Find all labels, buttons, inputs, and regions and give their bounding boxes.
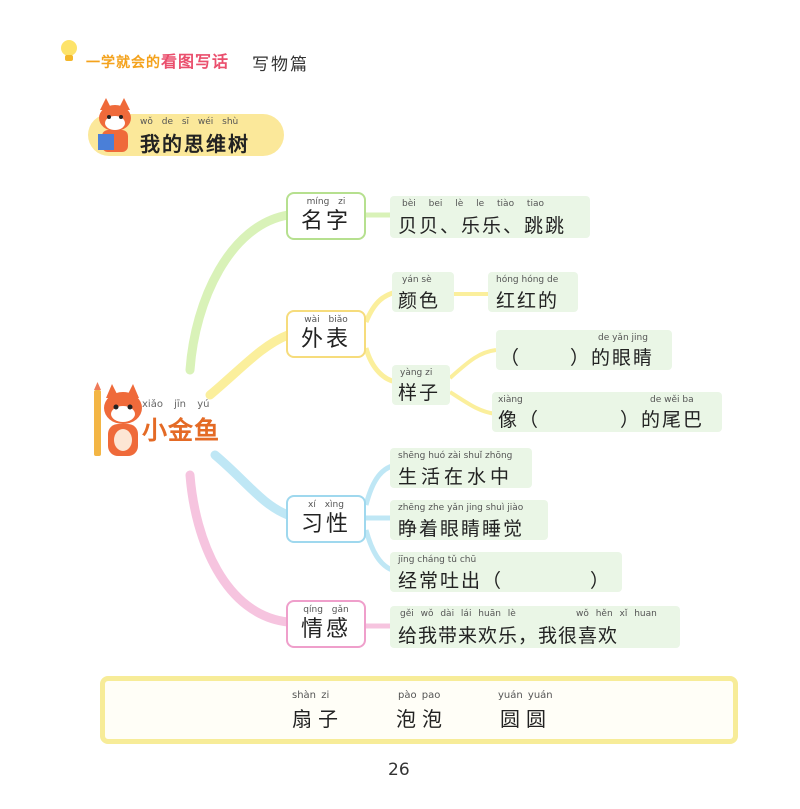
leaf-bubble-close-bracket: ） — [590, 570, 610, 592]
leaf-sleep — [390, 500, 548, 540]
leaf-shape-pinyin: yàng zi — [400, 368, 433, 378]
node-feel-pinyin: qíng gǎn — [303, 605, 349, 615]
leaf-names-pinyin: bèi bei lè le tiào tiao — [402, 199, 544, 209]
word-1-text: 扇子 — [292, 707, 344, 731]
node-look: wài biǎo 外表 — [286, 310, 366, 358]
branch-habit — [210, 450, 293, 520]
leaf-sleep-text: 睁着眼睛睡觉 — [398, 518, 525, 540]
leaf-shape — [392, 365, 450, 405]
leaf-eyes — [496, 330, 672, 370]
node-habit: xí xìng 习性 — [286, 495, 366, 543]
center-topic: 小金鱼 — [142, 416, 221, 445]
banner-title: 我的思维树 — [140, 132, 250, 156]
leaf-bubble-pinyin: jīng cháng tǔ chū — [398, 555, 477, 565]
node-look-pinyin: wài biǎo — [304, 315, 348, 325]
series-highlight: 看图写话 — [161, 52, 230, 71]
fox-mascot-icon — [94, 382, 142, 456]
word-2-text: 泡泡 — [396, 707, 448, 731]
leaf-bubble — [390, 552, 622, 592]
leaf-tail-pinyin-a: xiàng — [498, 395, 523, 405]
center-pinyin: xiǎo jīn yú — [142, 399, 210, 410]
leaf-tail-pinyin-b: de wěi ba — [650, 395, 694, 405]
lightbulb-icon — [61, 40, 77, 61]
book-series-title: 一学就会的看图写话 — [86, 48, 229, 72]
series-prefix: 一学就会的 — [86, 55, 161, 71]
leaf-joy — [390, 606, 680, 648]
leaf-joy-pinyin-a: gěi wǒ dài lái huān lè — [400, 609, 516, 619]
leaf-water — [390, 448, 532, 488]
word-3-pinyin: yuán yuán — [498, 690, 553, 701]
leaf-eyes-pinyin: de yǎn jing — [598, 333, 648, 343]
branch-bubble — [363, 529, 394, 573]
leaf-bubble-text: 经常吐出（ — [398, 570, 504, 592]
chapter-title: 写物篇 — [252, 55, 309, 75]
branch-feel — [185, 470, 293, 627]
leaf-red-text: 红红的 — [496, 290, 560, 312]
banner-pinyin: wǒ de sī wéi shù — [140, 117, 239, 127]
word-2-pinyin: pào pao — [398, 690, 441, 701]
leaf-color — [392, 272, 454, 312]
node-feel-label: 情感 — [300, 617, 351, 642]
branch-look — [205, 330, 293, 400]
leaf-color-text: 颜色 — [398, 290, 441, 312]
leaf-names — [390, 196, 590, 238]
leaf-water-pinyin: shēng huó zài shuǐ zhōng — [398, 451, 513, 461]
node-feel: qíng gǎn 情感 — [286, 600, 366, 648]
branch-eyes — [448, 348, 497, 380]
node-look-label: 外表 — [300, 327, 351, 352]
node-habit-pinyin: xí xìng — [308, 500, 344, 510]
node-name-pinyin: míng zi — [306, 197, 346, 207]
leaf-shape-text: 样子 — [398, 382, 441, 404]
leaf-sleep-pinyin: zhēng zhe yǎn jing shuì jiào — [398, 503, 524, 513]
branch-name — [185, 210, 293, 375]
page-number: 26 — [388, 760, 410, 780]
leaf-names-text: 贝贝、乐乐、跳跳 — [398, 215, 567, 237]
leaf-red-pinyin: hóng hóng de — [496, 275, 559, 285]
node-habit-label: 习性 — [300, 512, 351, 537]
node-name-label: 名字 — [300, 209, 351, 234]
leaf-red — [488, 272, 578, 312]
node-name: míng zi 名字 — [286, 192, 366, 240]
fox-mascot-icon — [98, 98, 131, 152]
word-1-pinyin: shàn zi — [292, 690, 330, 701]
leaf-eyes-text: ）的眼睛 — [570, 347, 655, 369]
leaf-color-pinyin: yán sè — [402, 275, 432, 285]
leaf-tail — [492, 392, 722, 432]
leaf-eyes-open-bracket: （ — [500, 347, 520, 369]
leaf-joy-pinyin-b: wǒ hěn xǐ huan — [576, 609, 657, 619]
leaf-joy-text: 给我带来欢乐，我很喜欢 — [398, 625, 619, 647]
leaf-water-text: 生活在水中 — [398, 466, 514, 488]
branch-water — [363, 463, 393, 506]
leaf-tail-text: ）的尾巴 — [620, 409, 705, 431]
word-bank-box — [100, 676, 738, 744]
word-3-text: 圆圆 — [500, 707, 552, 731]
branch-tail — [448, 390, 497, 416]
leaf-tail-prefix: 像（ — [498, 409, 541, 431]
